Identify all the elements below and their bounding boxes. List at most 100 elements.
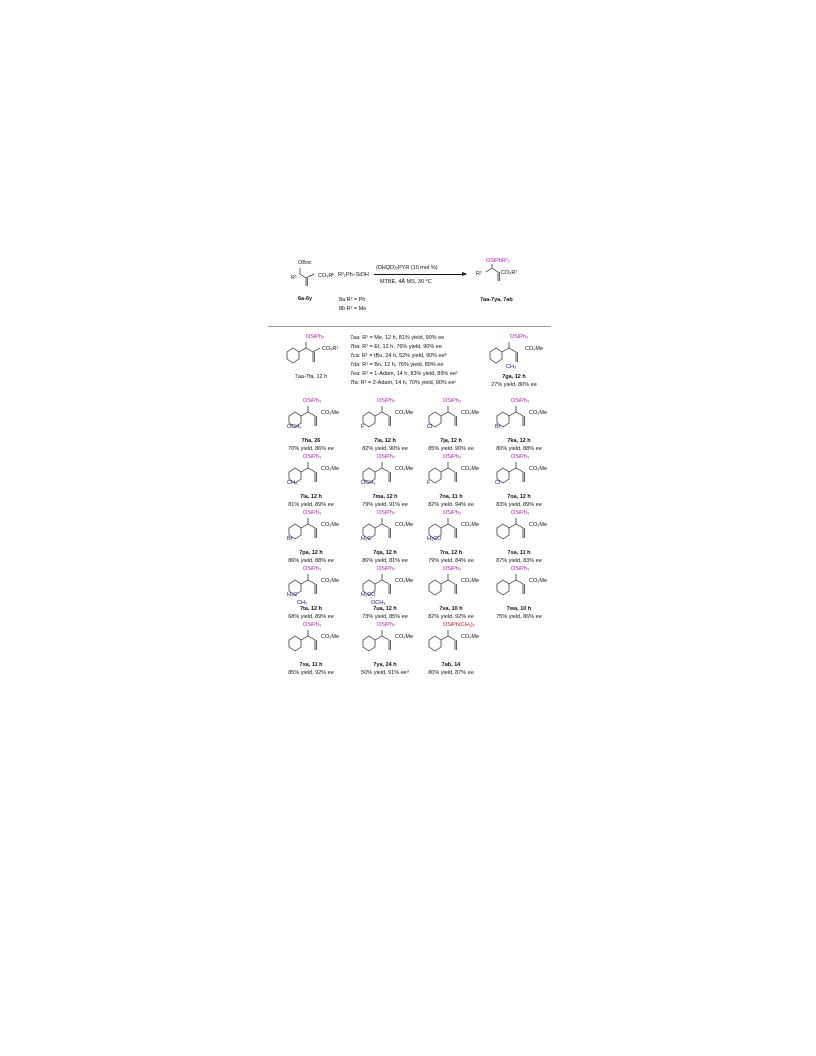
- molecule-structure: [428, 518, 457, 540]
- plus-sign: +: [331, 272, 335, 278]
- substituent: Br: [495, 424, 501, 430]
- ester-group: CO₂Me: [321, 578, 340, 584]
- compound-label: 7ka, 12 h: [507, 438, 531, 444]
- sm-boc: OBoc: [298, 260, 312, 266]
- molecule-structure: [496, 462, 525, 484]
- sm-skeleton: [299, 268, 315, 286]
- substituent: H₃C: [287, 592, 298, 598]
- compound-label: 7na, 11 h: [439, 494, 463, 500]
- compound-label: 7ra, 12 h: [439, 550, 463, 556]
- yield-ee: 80% yield, 88% ee: [496, 446, 542, 452]
- yield-ee: 82% yield, 92% ee: [428, 614, 474, 620]
- substituent: OCH₃: [287, 424, 302, 430]
- yield-ee: 73% yield, 85% ee: [362, 614, 408, 620]
- first-osi: OSiPh₃: [306, 334, 325, 340]
- molecule-structure: [428, 406, 457, 428]
- molecule-structure: [288, 462, 317, 484]
- ga-label: 7ga, 12 h: [502, 374, 526, 380]
- osi-group: OSiPh₃: [511, 566, 530, 572]
- silanol: R²₂Ph–SiOH: [338, 272, 369, 278]
- yield-ee: 82% yield, 94% ee: [428, 502, 474, 508]
- yield-ee: 86% yield, 88% ee: [288, 558, 334, 564]
- osi-group: OSiPh₃: [303, 454, 322, 460]
- sm-label: 6a-6y: [298, 296, 313, 302]
- product-label: 7aa-7ya, 7ab: [480, 297, 513, 303]
- molecule-structure: [288, 630, 317, 652]
- ester-group: CO₂Me: [461, 410, 480, 416]
- yield-ee: 75% yield, 86% ee: [496, 614, 542, 620]
- substituent: Br: [287, 536, 293, 542]
- osi-group: OSiPh₃: [377, 622, 396, 628]
- sm-r1: R¹: [291, 275, 297, 281]
- ester-group: CO₂Me: [395, 466, 414, 472]
- osi-group: OSiPh₃: [443, 398, 462, 404]
- compound-label: 7ua, 12 h: [373, 606, 397, 612]
- molecule-structure: [362, 574, 391, 596]
- compound-label: 7ab, 14: [441, 662, 461, 668]
- compound-label: 7ja, 12 h: [440, 438, 462, 444]
- first-structure: [286, 342, 321, 364]
- yield-ee: 85% yield, 90% ee: [428, 446, 474, 452]
- compound-label: 7ta, 12 h: [299, 606, 322, 612]
- osi-group: OSiPh₃: [443, 566, 462, 572]
- substituent: Cl: [495, 480, 501, 486]
- substituent: F: [361, 424, 365, 430]
- substituent: CH₃: [287, 480, 298, 486]
- osi-group: OSiPh(CH₃)₂: [443, 622, 475, 628]
- compound-label: 7oa, 12 h: [507, 494, 531, 500]
- entry-line: 7ea: R¹ = 1-Adam, 14 h, 83% yield, 89% e…: [350, 371, 458, 377]
- entry-line: 7fa: R¹ = 2-Adam, 14 h, 70% yield, 90% e…: [350, 380, 457, 386]
- ester-group: CO₂Me: [395, 410, 414, 416]
- osi-group: OSiPh₃: [511, 454, 530, 460]
- yield-ee: 85% yield, 92% ee: [288, 670, 334, 676]
- ester-group: CO₂Me: [395, 634, 414, 640]
- ester-group: CO₂Me: [321, 634, 340, 640]
- compound-label: 7qa, 12 h: [373, 550, 397, 556]
- substituent: H₃CO: [427, 536, 442, 542]
- substituent: OCH₃: [361, 480, 376, 486]
- entry-line: 7ba: R¹ = Et, 12 h, 76% yield, 90% ee: [350, 344, 442, 350]
- yield-ee: 70% yield, 86% ee: [288, 446, 334, 452]
- yield-ee: 79% yield, 91% ee: [362, 502, 408, 508]
- yield-ee: 87% yield, 83% ee: [496, 558, 542, 564]
- divider-line: [268, 326, 551, 327]
- ester-group: CO₂Me: [321, 466, 340, 472]
- molecule-structure: [288, 574, 317, 596]
- compound-label: 7sa, 11 h: [507, 550, 531, 556]
- osi-group: OSiPh₃: [303, 510, 322, 516]
- substituent: CH₃: [297, 600, 308, 606]
- compound-label: 7va, 10 h: [439, 606, 463, 612]
- ester-group: CO₂Me: [461, 634, 480, 640]
- compound-label: 7pa, 12 h: [299, 550, 323, 556]
- osi-group: OSiPh₃: [303, 566, 322, 572]
- osi-group: OSiPh₃: [303, 622, 322, 628]
- compound-label: 7ma, 12 h: [372, 494, 398, 500]
- yield-ee: 81% yield, 89% ee: [288, 502, 334, 508]
- ester-group: CO₂Me: [461, 522, 480, 528]
- molecule-structure: [496, 518, 525, 540]
- yield-ee: 50% yield, 91% eeᵈ: [361, 670, 409, 676]
- osi-group: OSiPh₃: [443, 454, 462, 460]
- ga-ester: CO₂Me: [525, 346, 544, 352]
- yield-ee: 68% yield, 89% ee: [288, 614, 334, 620]
- molecule-structure: [362, 518, 391, 540]
- compound-label: 7wa, 10 h: [506, 606, 532, 612]
- ester-group: CO₂Me: [321, 410, 340, 416]
- osi-group: OSiPh₃: [511, 398, 530, 404]
- molecule-structure: [428, 574, 457, 596]
- yield-ee: 82% yield, 90% ee: [362, 446, 408, 452]
- product-r1: R¹: [476, 271, 482, 277]
- reagent-8a: 8a R² = Ph: [339, 297, 366, 303]
- substituent: H₃CO: [361, 592, 376, 598]
- product-ester: CO₂R¹: [501, 270, 518, 276]
- osi-group: OSiPh₃: [377, 454, 396, 460]
- osi-group: OSiPh₃: [511, 510, 530, 516]
- reaction-arrow: [374, 272, 467, 276]
- molecule-structure: [428, 462, 457, 484]
- molecule-structure: [362, 630, 391, 652]
- yield-ee: 80% yield, 87% ee: [428, 670, 474, 676]
- ester-group: CO₂Me: [395, 522, 414, 528]
- molecule-structure: [428, 630, 457, 652]
- catalyst: (DHQD)₂PYR (10 mol %): [376, 265, 438, 271]
